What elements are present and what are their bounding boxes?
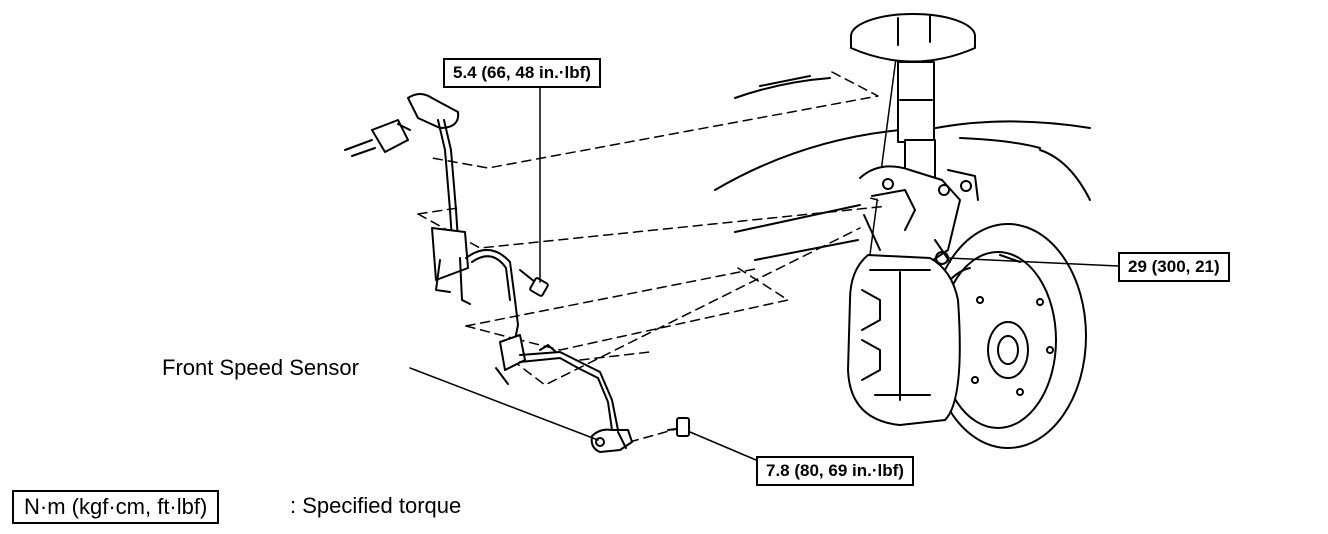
brake-caliper [847,239,961,426]
legend-unit-box: N·m (kgf·cm, ft·lbf) [12,490,220,524]
dashed-alignment-lines [417,71,899,447]
torque-callout-sensor-bolt-lower: 7.8 (80, 69 in.·lbf) [756,456,914,486]
legend-description: : Specified torque [290,493,462,518]
torque-callout-sensor-bolt-upper: 5.4 (66, 48 in.·lbf) [443,58,601,88]
front-speed-sensor-label: Front Speed Sensor [162,355,359,380]
brake-disc [929,223,1087,449]
torque-callout-caliper-bolt: 29 (300, 21) [1118,252,1230,282]
sensor-bolt-upper [519,269,549,297]
steering-knuckle [859,165,979,263]
front-speed-sensor [590,428,633,453]
leader-lines [409,85,1119,461]
sensor-wire-harness [344,93,619,431]
sensor-bolt-lower [667,417,690,437]
strut-assembly [850,13,976,193]
